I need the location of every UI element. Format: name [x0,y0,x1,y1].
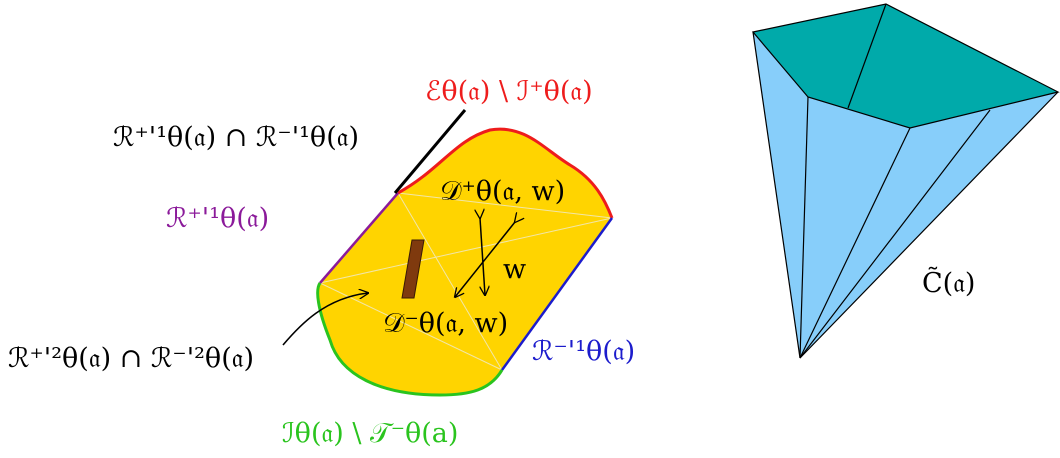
cone-label: C̃(𝔞) [922,268,976,299]
left-upper-edge [319,192,399,284]
cone-top [751,3,1060,129]
right-lower-edge [500,217,614,371]
bottom-boundary-label: ℐθ(𝔞) \ 𝒯⁻θ(a) [282,418,459,449]
d-plus-label: 𝒟⁺θ(𝔞, w) [440,176,566,207]
d-minus-label: 𝒟⁻θ(𝔞, w) [383,308,509,339]
bottom-boundary-edge [316,282,504,397]
left-upper-edge-label: ℛ⁺'¹θ(𝔞) [166,203,270,234]
cone-figure [751,3,1060,359]
upper-intersection-pointer [393,109,467,194]
lower-intersection-pointer [282,293,368,346]
upper-intersection-label: ℛ⁺'¹θ(𝔞) ∩ ℛ⁻'¹θ(𝔞) [113,122,360,153]
lower-intersection-label: ℛ⁺'²θ(𝔞) ∩ ℛ⁻'²θ(𝔞) [8,343,255,374]
top-boundary-edge [397,127,614,219]
cone-side-lower [753,32,1058,358]
right-lower-edge-label: ℛ⁻'¹θ(𝔞) [532,336,636,367]
w-vector-label: w [503,254,527,285]
diagonal-double-arrow [455,222,515,297]
cone-edges [752,3,1059,359]
top-boundary-label: ℰθ(𝔞) \ ℐ⁺θ(𝔞) [425,76,593,107]
brown-parallelogram [401,239,425,299]
